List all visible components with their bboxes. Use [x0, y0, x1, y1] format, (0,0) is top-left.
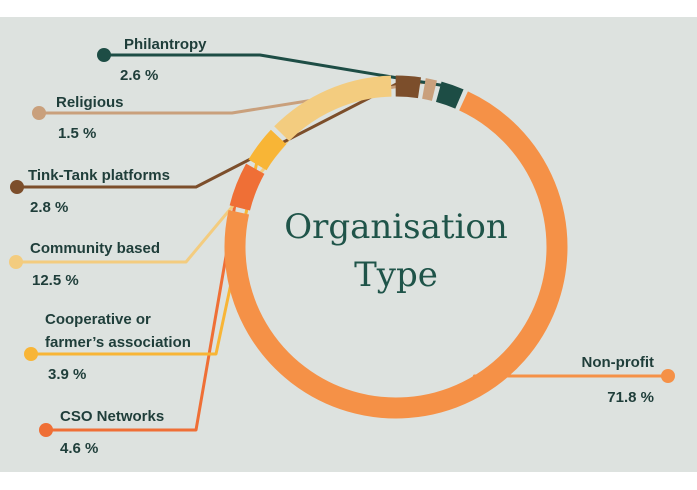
slice-value-6: 2.6 %: [120, 67, 158, 84]
donut-slice-0: [224, 91, 568, 419]
leader-dot-0: [661, 369, 675, 383]
slice-value-0: 71.8 %: [607, 389, 654, 406]
donut-slice-3: [274, 75, 392, 142]
leader-dot-4: [10, 180, 24, 194]
donut-slices: [224, 75, 568, 419]
donut-slice-5: [422, 78, 437, 101]
slice-label-3: Community based: [30, 240, 160, 257]
leader-dot-3: [9, 255, 23, 269]
slice-value-4: 2.8 %: [30, 199, 68, 216]
leader-line-1: [46, 184, 240, 432]
slice-label-0: Non-profit: [582, 354, 654, 371]
leader-dot-5: [32, 106, 46, 120]
leader-line-4: [17, 76, 409, 189]
slice-label-1: CSO Networks: [60, 408, 164, 425]
leader-dot-6: [97, 48, 111, 62]
donut-slice-1: [229, 163, 265, 211]
slice-label-6: Philantropy: [124, 36, 207, 53]
slice-value-5: 1.5 %: [58, 125, 96, 142]
donut-slice-6: [435, 81, 464, 109]
slice-label-5: Religious: [56, 94, 124, 111]
leader-dot-1: [39, 423, 53, 437]
slice-value-2: 3.9 %: [48, 366, 86, 383]
chart-title-line-1: Organisation: [284, 207, 508, 247]
chart-title-line-2: Type: [354, 255, 438, 295]
donut-slice-4: [395, 75, 422, 99]
slice-label-4: Tink-Tank platforms: [28, 167, 170, 184]
slice-value-3: 12.5 %: [32, 272, 79, 289]
leader-dot-2: [24, 347, 38, 361]
slice-labels: Non-profit 71.8 % CSO Networks 4.6 % Coopera…: [9, 36, 675, 457]
slice-value-1: 4.6 %: [60, 440, 98, 457]
donut-slice-2: [248, 129, 287, 171]
